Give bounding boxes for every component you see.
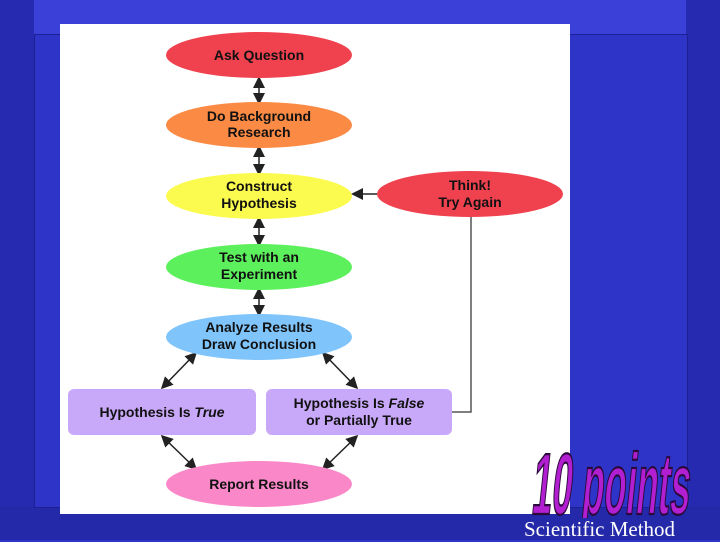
node-hypothesis-false: Hypothesis Is False or Partially True: [266, 389, 452, 435]
node-think-try-again: Think! Try Again: [377, 171, 563, 217]
svg-text:Try Again: Try Again: [438, 194, 501, 210]
node-hypothesis-true: Hypothesis Is True: [68, 389, 256, 435]
svg-text:or Partially True: or Partially True: [306, 412, 412, 428]
svg-text:Draw Conclusion: Draw Conclusion: [202, 336, 316, 352]
arrow-false-to-think: [452, 194, 477, 413]
node-background-research: Do Background Research: [166, 102, 352, 148]
svg-text:Construct: Construct: [226, 178, 292, 194]
flowchart-canvas: Ask Question Do Background Research Cons…: [60, 24, 570, 514]
svg-text:Think!: Think!: [449, 177, 491, 193]
frame-right: [686, 0, 720, 540]
node-analyze-results: Analyze Results Draw Conclusion: [166, 314, 352, 360]
frame-left: [0, 0, 34, 540]
node-report-results: Report Results: [166, 461, 352, 507]
footer-category-label: Scientific Method: [524, 517, 676, 541]
scientific-method-flowchart: Ask Question Do Background Research Cons…: [68, 32, 563, 507]
svg-text:Research: Research: [227, 124, 290, 140]
svg-text:Report Results: Report Results: [209, 476, 309, 492]
points-text: 10 points: [528, 436, 696, 518]
svg-text:Experiment: Experiment: [221, 266, 298, 282]
arrow-analyze-to-true: [160, 351, 198, 390]
points-badge: 10 points: [518, 418, 708, 534]
svg-text:Do Background: Do Background: [207, 108, 311, 124]
svg-text:Analyze Results: Analyze Results: [205, 319, 313, 335]
arrow-analyze-to-false: [321, 351, 359, 390]
svg-text:Hypothesis Is True: Hypothesis Is True: [99, 404, 224, 420]
arrow-true-to-report: [160, 434, 198, 471]
svg-text:Ask Question: Ask Question: [214, 47, 304, 63]
node-ask-question: Ask Question: [166, 32, 352, 78]
node-test-experiment: Test with an Experiment: [166, 244, 352, 290]
node-construct-hypothesis: Construct Hypothesis: [166, 173, 352, 219]
svg-text:Hypothesis: Hypothesis: [221, 195, 297, 211]
arrow-false-to-report: [321, 434, 359, 471]
svg-text:Test with an: Test with an: [219, 249, 299, 265]
svg-text:Hypothesis Is False: Hypothesis Is False: [294, 395, 425, 411]
